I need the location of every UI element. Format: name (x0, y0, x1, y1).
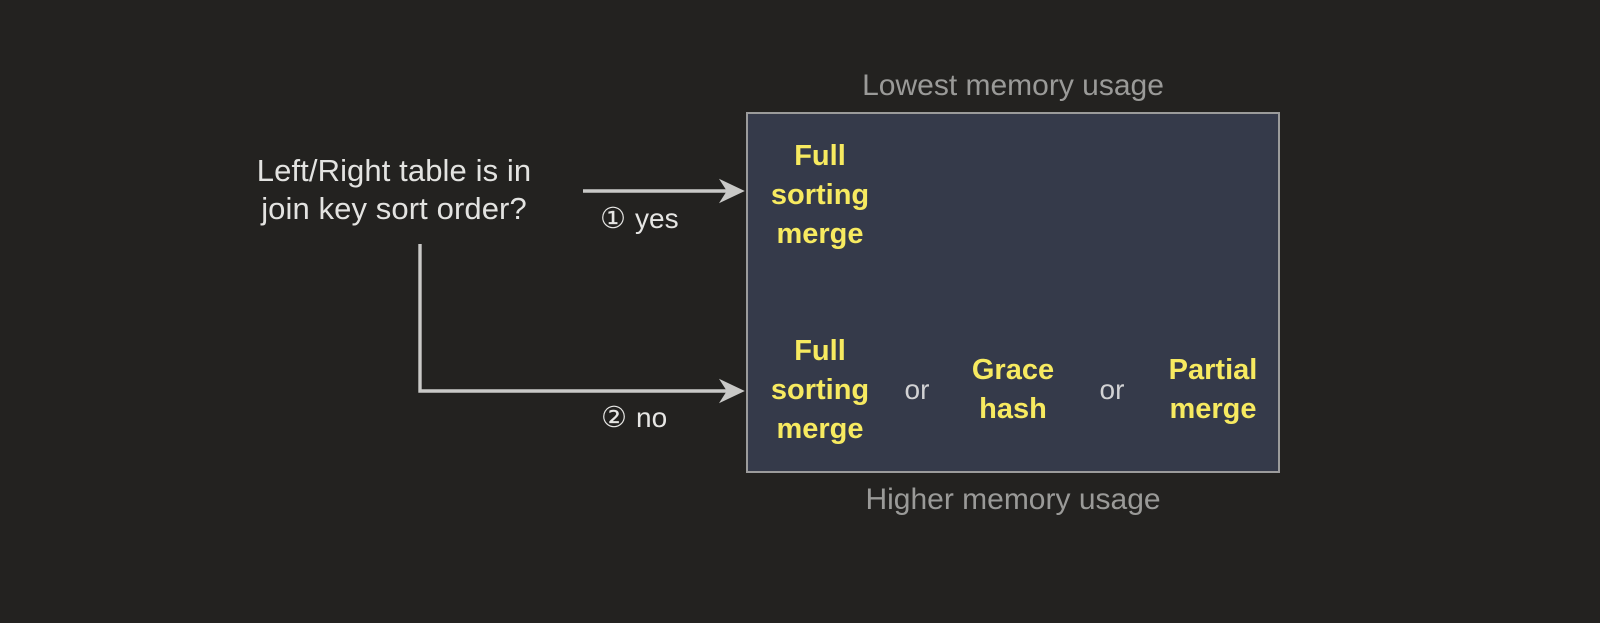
result-box (746, 112, 1280, 473)
caption-higher-memory: Higher memory usage (865, 483, 1161, 516)
option-separator-1: or (904, 374, 930, 405)
option-separator-2: or (1099, 374, 1125, 405)
option-partial-merge: Partial merge (1168, 354, 1258, 425)
branch-number-2: ② (601, 402, 627, 434)
arrow-no (418, 244, 745, 404)
caption-lowest-memory: Lowest memory usage (862, 69, 1164, 102)
sorted-branch-result: Full sorting merge (748, 130, 1278, 260)
branch-text-no: no (636, 402, 668, 433)
branch-label-yes: ① yes (600, 203, 679, 235)
unsorted-branch-result: Full sorting merge or Grace hash or Part… (748, 325, 1278, 455)
option-full-sorting-merge-sorted: Full sorting merge (770, 139, 870, 250)
branch-text-yes: yes (635, 203, 679, 234)
option-full-sorting-merge-unsorted: Full sorting merge (770, 334, 870, 445)
option-grace-hash: Grace hash (971, 354, 1055, 425)
branch-label-no: ② no (601, 402, 667, 434)
decision-question: Left/Right table is in join key sort ord… (256, 153, 532, 226)
branch-number-1: ① (600, 203, 626, 235)
